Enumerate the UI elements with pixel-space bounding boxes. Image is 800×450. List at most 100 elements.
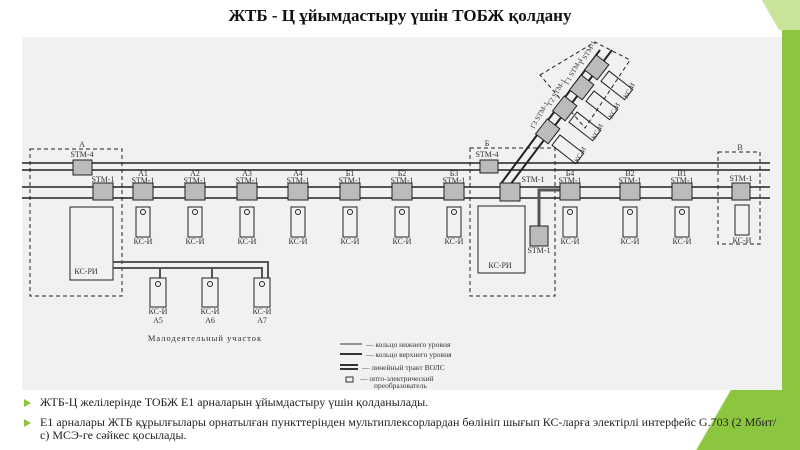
ks-label: КС-И: [673, 237, 692, 246]
ks-terminal: [446, 206, 462, 238]
site-a-label: А: [79, 140, 85, 149]
ks-label: КС-И: [607, 102, 622, 120]
converter-icon: [140, 209, 146, 215]
ks-label: КС-И: [341, 237, 360, 246]
site-b-stm4: [479, 159, 499, 174]
legend-converter-2: преобразователь: [374, 381, 427, 390]
ring-mux-label: STM-1: [442, 176, 465, 185]
converter-icon: [399, 209, 405, 215]
ring-node-name: А1: [138, 169, 148, 178]
decor-corner: [740, 0, 800, 30]
ks-terminal: [585, 90, 619, 121]
site-b-label: Б: [485, 139, 490, 148]
ring-mux-label: STM-1: [286, 176, 309, 185]
ks-label: КС-И: [622, 82, 637, 100]
ks-label: КС-И: [253, 307, 272, 316]
site-b-stm1-lower-label: STM-1: [527, 246, 550, 255]
ring-node-name: Б3: [450, 169, 459, 178]
ring-node-name: В2: [625, 169, 634, 178]
ring-node-name: Б2: [398, 169, 407, 178]
bullet-item: Е1 арналары ЖТБ құрылғылары орнатылған п…: [24, 416, 784, 442]
converter-icon: [567, 209, 573, 215]
ring-mux-label: STM-1: [670, 176, 693, 185]
ks-label: КС-И: [561, 237, 580, 246]
ring-mux: [443, 182, 465, 201]
ring-mux: [132, 182, 154, 201]
ks-terminal: [568, 111, 602, 142]
ring-node-name: В1: [677, 169, 686, 178]
site-v-ks: [734, 204, 750, 236]
converter-icon: [244, 209, 250, 215]
slide-title: ЖТБ - Ц ұйымдастыру үшін ТОБЖ қолдану: [228, 6, 572, 25]
bullet-item: ЖТБ-Ц желілерінде ТОБЖ Е1 арналарын ұйым…: [24, 396, 784, 409]
ring-mux: [184, 182, 206, 201]
ks-terminal: [600, 70, 634, 101]
ring-node-name: Б1: [346, 169, 355, 178]
site-b-boundary: [469, 147, 556, 297]
bullet-list: ЖТБ-Ц желілерінде ТОБЖ Е1 арналарын ұйым…: [24, 396, 784, 449]
ring-node-name: Б4: [566, 169, 575, 178]
ring-mux-label: STM-1: [235, 176, 258, 185]
low-node-name: А6: [205, 316, 215, 325]
legend-lower-ring: — кольцо нижнего уровня: [365, 340, 451, 349]
ks-terminal: [394, 206, 410, 238]
site-a-stm4-label: STM-4: [70, 150, 93, 159]
converter-icon: [155, 281, 161, 287]
decor-bottom-shape: [650, 380, 800, 450]
site-a-ks-ri: [69, 206, 114, 281]
ring-mux: [671, 182, 693, 201]
site-b-link: [537, 188, 560, 228]
site-b-ks-ri-label: КС-РИ: [488, 261, 512, 270]
low-node-name: А5: [153, 316, 163, 325]
ring-mux-label: STM-1: [558, 176, 581, 185]
ks-label: КС-И: [573, 146, 588, 164]
site-a-stm4: [72, 159, 93, 176]
ks-label: КС-И: [393, 237, 412, 246]
ks-terminal: [239, 206, 255, 238]
site-b-stm1-label: STM-1: [521, 175, 544, 184]
branch-mux: [551, 95, 578, 122]
ks-terminal: [253, 277, 271, 308]
ring-mux: [391, 182, 413, 201]
converter-icon: [259, 281, 265, 287]
legend-fiber-line: — линейный тракт ВОЛС: [361, 363, 445, 372]
ks-label: КС-И: [621, 237, 640, 246]
ring-mux-label: STM-1: [338, 176, 361, 185]
low-node-name: А7: [257, 316, 267, 325]
ks-terminal: [342, 206, 358, 238]
site-v-ks-label: КС-И: [733, 236, 752, 245]
converter-icon: [192, 209, 198, 215]
ring-mux-label: STM-1: [183, 176, 206, 185]
site-a-stm1-label: STM-1: [91, 175, 114, 184]
ring-mux: [559, 182, 581, 201]
site-v-label: В: [737, 143, 742, 152]
ks-terminal: [622, 206, 638, 238]
ks-terminal: [290, 206, 306, 238]
ring-mux: [339, 182, 361, 201]
legend-converter: — опто-электрический: [359, 374, 434, 383]
site-b-stm1: [499, 182, 521, 202]
converter-icon: [347, 209, 353, 215]
legend-upper-ring: — кольцо верхнего уровня: [365, 350, 452, 359]
ks-label: КС-И: [149, 307, 168, 316]
ks-label: КС-И: [238, 237, 257, 246]
converter-icon: [207, 281, 213, 287]
network-diagram-svg: А1STM-1КС-ИА2STM-1КС-ИА3STM-1КС-ИА4STM-1…: [22, 39, 770, 390]
site-a-boundary: [29, 148, 123, 297]
ring-mux-label: STM-1: [131, 176, 154, 185]
ring-node-name: А2: [190, 169, 200, 178]
ks-terminal: [187, 206, 203, 238]
converter-icon: [679, 209, 685, 215]
ring-mux-label: STM-1: [618, 176, 641, 185]
site-b-stm4-label: STM-4: [475, 150, 498, 159]
ring-node-name: А4: [293, 169, 303, 178]
ks-terminal: [135, 206, 151, 238]
ks-terminal: [149, 277, 167, 308]
ks-label: КС-И: [201, 307, 220, 316]
site-b-ks-ri: [477, 205, 526, 274]
converter-icon: [295, 209, 301, 215]
site-b-stm1-lower: [529, 225, 549, 247]
ks-label: КС-И: [590, 123, 605, 141]
ring-mux: [619, 182, 641, 201]
